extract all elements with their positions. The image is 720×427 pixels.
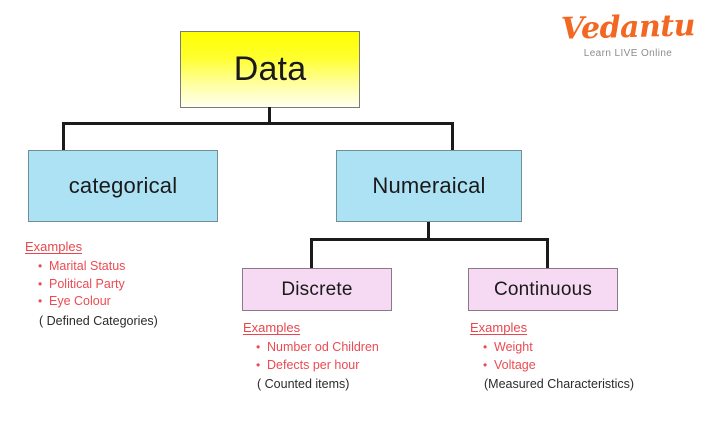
bullet-icon: • [483,357,488,372]
list-item-label: Voltage [494,357,536,372]
connector-root-bar [62,122,454,125]
bullet-icon: • [256,340,261,354]
bullet-icon: • [483,340,488,354]
examples-discrete-list: • Number od Children • Defects per hour [243,341,473,371]
examples-continuous-note: (Measured Characteristics) [484,377,635,391]
list-item: • Marital Status [38,259,235,273]
examples-categorical-title: Examples [25,239,83,254]
node-discrete-label: Discrete [281,278,353,300]
bullet-icon: • [256,357,261,372]
examples-categorical: Examples • Marital Status • Political Part… [25,240,235,327]
connector-to-categorical [62,122,65,151]
list-item: • Voltage [483,357,710,372]
node-categorical-label: categorical [68,173,178,198]
node-continuous-label: Continuous [493,278,593,300]
node-data-label: Data [233,50,307,88]
connector-to-numerical [451,122,454,151]
logo-wordmark: Vedantu [560,8,696,47]
bullet-icon: • [38,276,43,291]
node-categorical[interactable]: categorical [28,150,218,222]
logo-tagline: Learn LIVE Online [583,48,673,59]
node-discrete[interactable]: Discrete [242,268,392,311]
list-item-label: Eye Colour [49,294,111,308]
connector-to-discrete [310,238,313,269]
list-item-label: Defects per hour [267,357,360,372]
bullet-icon: • [38,259,43,273]
connector-root-stem [268,107,271,123]
connector-numerical-stem [427,222,430,239]
node-numerical[interactable]: Numeraical [336,150,522,222]
examples-categorical-note: ( Defined Categories) [39,313,158,328]
examples-continuous: Examples • Weight • Voltage (Measured Char… [470,321,710,391]
examples-discrete-note: ( Counted items) [257,377,350,391]
connector-numerical-bar [310,238,549,241]
list-item: • Number od Children [256,340,473,354]
examples-discrete: Examples • Number od Children • Defects pe… [243,321,473,391]
list-item: • Defects per hour [256,357,473,372]
node-numerical-label: Numeraical [372,173,486,198]
examples-categorical-list: • Marital Status • Political Party • Eye Co… [25,260,235,308]
list-item-label: Number od Children [267,340,379,354]
examples-discrete-title: Examples [243,320,301,335]
list-item: • Weight [483,340,710,354]
list-item-label: Marital Status [49,259,126,273]
list-item: • Eye Colour [38,294,235,308]
connector-to-continuous [546,238,549,269]
list-item: • Political Party [38,276,235,291]
list-item-label: Political Party [49,276,125,291]
bullet-icon: • [38,294,43,308]
node-continuous[interactable]: Continuous [468,268,618,311]
examples-continuous-list: • Weight • Voltage [470,341,710,371]
vedantu-logo: Vedantu Learn LIVE Online [553,8,703,59]
examples-continuous-title: Examples [470,320,528,335]
list-item-label: Weight [494,340,533,354]
node-data[interactable]: Data [180,31,360,108]
